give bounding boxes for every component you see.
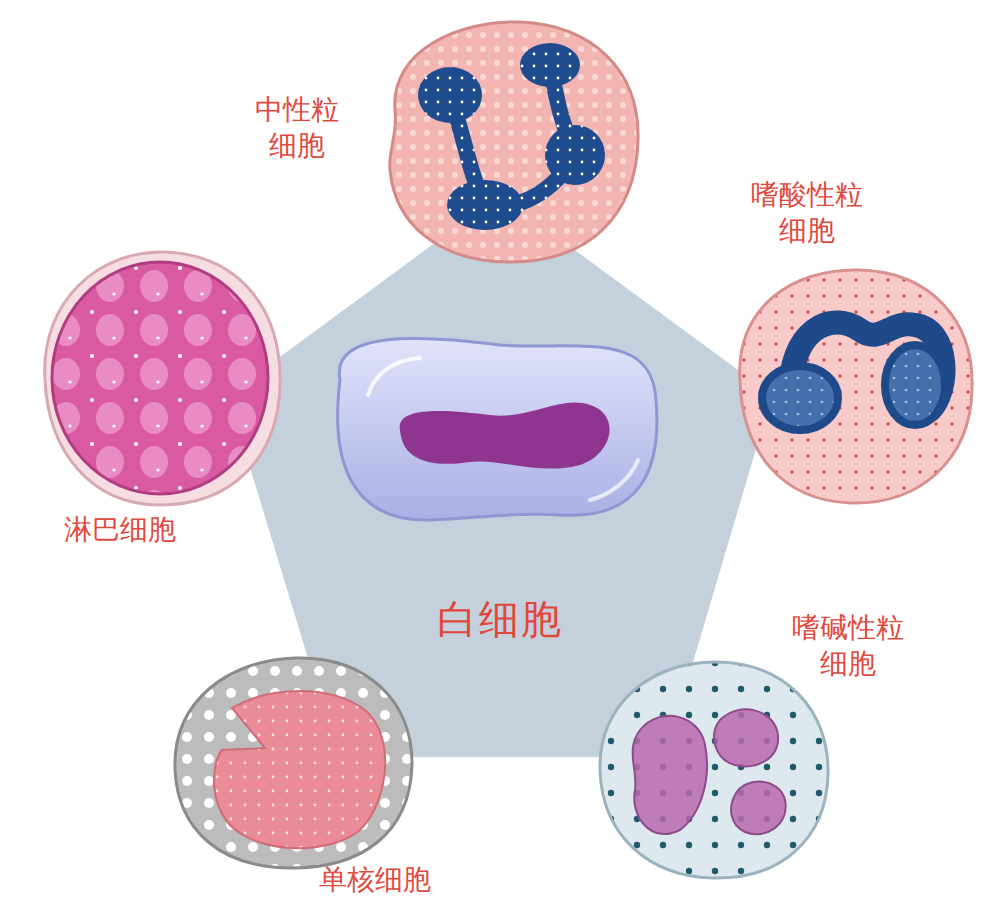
leukocyte-group: 白细胞 <box>228 195 772 757</box>
eosinophil-cell: 嗜酸性粒 细胞 <box>730 265 975 505</box>
monocyte-cell: 单核细胞 <box>170 655 415 870</box>
cell-label: 嗜酸性粒 细胞 <box>742 177 872 250</box>
group-title: 白细胞 <box>228 593 772 645</box>
basophil-cell: 嗜碱性粒 细胞 <box>597 660 830 880</box>
cell-label: 嗜碱性粒 细胞 <box>783 610 913 683</box>
lymphocyte-cell: 淋巴细胞 <box>35 250 280 505</box>
cell-label: 中性粒 细胞 <box>247 92 347 165</box>
cell-label: 单核细胞 <box>305 862 445 898</box>
cell-label: 淋巴细胞 <box>45 512 195 548</box>
neutrophil-cell: 中性粒 细胞 <box>385 20 640 265</box>
